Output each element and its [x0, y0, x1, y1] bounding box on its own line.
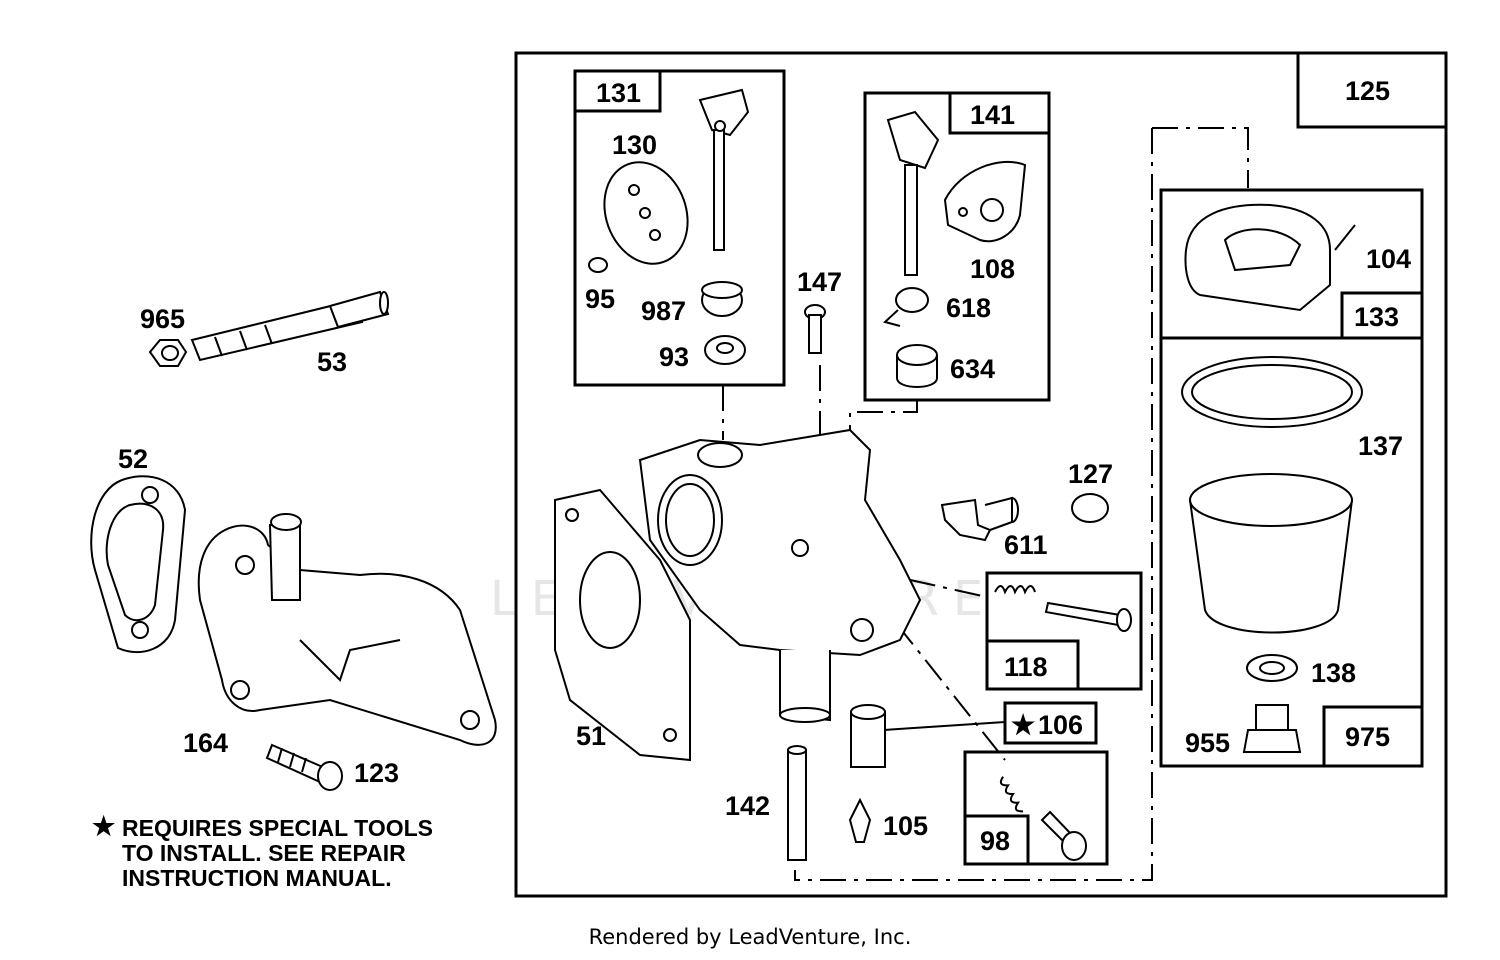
part-52-gasket — [90, 475, 187, 654]
part-133-clamp — [1184, 203, 1356, 312]
label-95: 95 — [585, 284, 615, 314]
label-138: 138 — [1311, 658, 1356, 688]
part-618-spring — [882, 287, 929, 327]
label-127: 127 — [1068, 459, 1113, 489]
label-123: 123 — [354, 758, 399, 788]
note-line-1: REQUIRES SPECIAL TOOLS — [122, 815, 433, 841]
box-118-tag — [985, 639, 1080, 691]
label-118: 118 — [1004, 652, 1048, 682]
label-611: 611 — [1004, 530, 1048, 560]
label-130: 130 — [612, 130, 657, 160]
part-106-bushing — [850, 704, 886, 768]
part-carburetor-body — [638, 428, 922, 723]
label-133: 133 — [1354, 302, 1399, 332]
note-text: REQUIRES SPECIAL TOOLS TO INSTALL. SEE R… — [122, 816, 433, 891]
box-131 — [573, 69, 786, 387]
label-618: 618 — [946, 293, 991, 323]
part-98-screw — [999, 776, 1087, 861]
box-98-tag — [963, 814, 1030, 866]
part-987-ring — [701, 281, 743, 317]
part-shaft-131 — [698, 88, 750, 251]
part-118-needle — [994, 585, 1132, 632]
label-142: 142 — [725, 791, 770, 821]
part-147-screw — [804, 304, 826, 354]
connector-106 — [883, 721, 1006, 731]
part-shaft-141 — [886, 110, 940, 276]
label-105: 105 — [883, 811, 928, 841]
label-93: 93 — [659, 342, 689, 372]
label-975: 975 — [1345, 722, 1390, 752]
footer-credit: Rendered by LeadVenture, Inc. — [588, 925, 912, 949]
part-611-elbow — [940, 496, 1019, 542]
label-108: 108 — [970, 254, 1015, 284]
part-955-screw — [1242, 704, 1302, 753]
label-634: 634 — [950, 354, 995, 384]
part-95-screw — [588, 257, 608, 273]
part-164-manifold — [197, 513, 497, 746]
label-965: 965 — [140, 304, 185, 334]
part-137-bowl — [1181, 356, 1363, 634]
label-106: 106 — [1038, 710, 1083, 740]
part-130-plate — [603, 161, 689, 265]
label-137: 137 — [1358, 431, 1403, 461]
box-975 — [1159, 336, 1424, 768]
star-icon: ★ — [92, 811, 116, 841]
part-labels: 965 53 52 164 123 130 95 987 93 147 108 … — [118, 130, 1411, 841]
note-line-3: INSTRUCTION MANUAL. — [122, 865, 392, 891]
label-51: 51 — [576, 721, 606, 751]
label-98: 98 — [980, 826, 1010, 856]
part-93-seal — [704, 335, 746, 365]
part-142-tube — [787, 745, 807, 861]
label-106-star: ★ — [1011, 710, 1035, 740]
part-51-gasket — [554, 488, 691, 762]
label-164: 164 — [183, 728, 228, 758]
part-123-screw — [265, 743, 343, 791]
label-987: 987 — [641, 296, 686, 326]
label-104: 104 — [1366, 244, 1411, 274]
box-131-tag — [573, 69, 662, 113]
main-frame — [514, 51, 1448, 898]
part-634-bushing — [896, 344, 938, 388]
box-141-tag — [948, 91, 1051, 135]
label-52: 52 — [118, 444, 148, 474]
box-98 — [963, 750, 1109, 866]
box-125 — [1296, 51, 1448, 129]
label-53: 53 — [317, 347, 347, 377]
label-955: 955 — [1185, 728, 1230, 758]
part-105-needle — [848, 797, 872, 843]
label-147: 147 — [797, 267, 842, 297]
part-138-washer — [1246, 654, 1298, 682]
label-141: 141 — [970, 100, 1015, 130]
part-965-nut — [148, 339, 188, 367]
part-127-disc — [1071, 493, 1109, 523]
note-line-2: TO INSTALL. SEE REPAIR — [122, 840, 406, 866]
label-125: 125 — [1345, 76, 1390, 106]
label-131: 131 — [596, 78, 641, 108]
part-108-plate — [943, 160, 1027, 243]
box-975-tag — [1322, 705, 1424, 768]
part-53-stud — [190, 290, 390, 362]
